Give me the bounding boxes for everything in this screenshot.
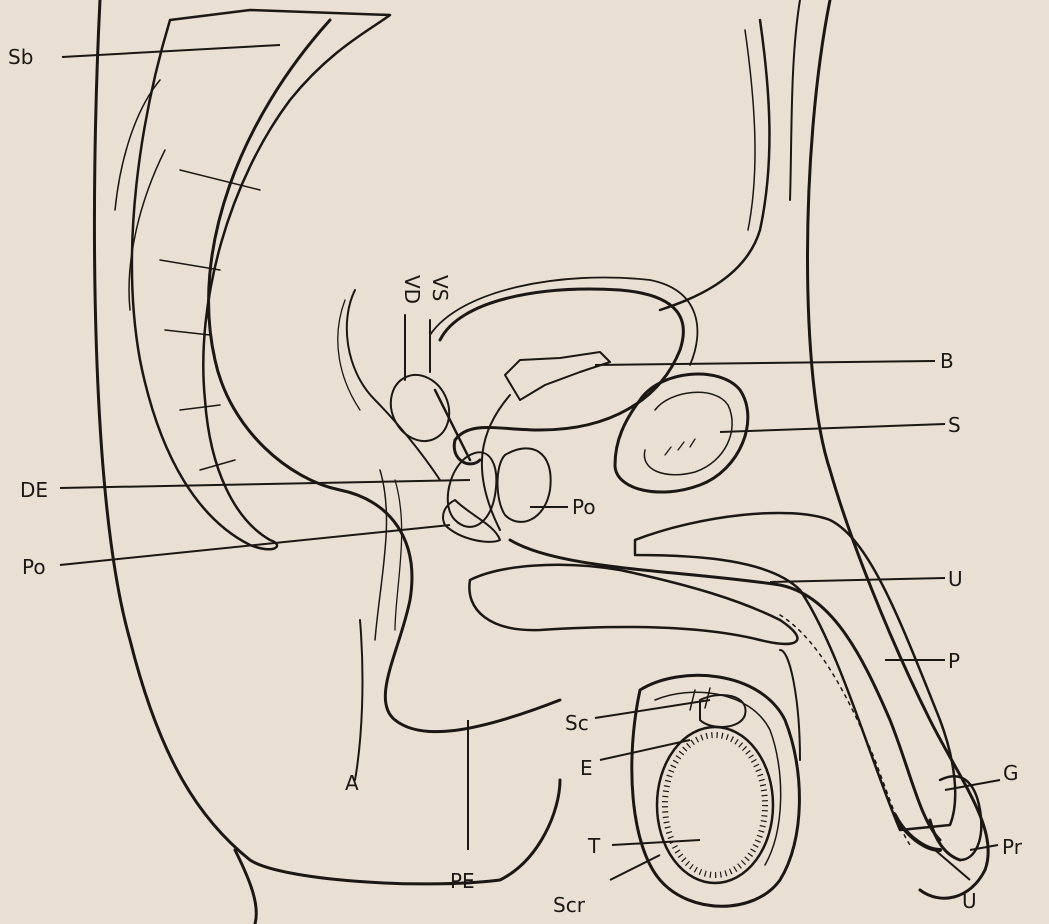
label-u-upper: U (948, 567, 963, 591)
label-pe: PE (450, 869, 475, 893)
label-vs: VS (428, 275, 452, 301)
sacrum-column (115, 10, 390, 549)
label-p: P (948, 649, 960, 673)
label-sb: Sb (8, 45, 33, 69)
symphysis (615, 374, 748, 492)
label-sc: Sc (565, 711, 589, 735)
testis (657, 688, 773, 883)
label-e: E (580, 756, 593, 780)
label-pr: Pr (1002, 835, 1023, 859)
label-po-right: Po (572, 495, 596, 519)
penis (469, 395, 981, 860)
label-b: B (940, 349, 954, 373)
labels: Sb VD VS B S DE Po Po U P Sc E G T Pr U … (8, 45, 1023, 917)
label-s: S (948, 413, 961, 437)
label-po-left: Po (22, 555, 46, 579)
label-t: T (587, 834, 601, 858)
label-vd: VD (400, 275, 424, 304)
label-a: A (345, 771, 359, 795)
rectum (209, 20, 560, 780)
bladder (430, 277, 697, 463)
label-g: G (1003, 761, 1019, 785)
leader-lines (60, 45, 1000, 880)
prostate (443, 448, 551, 541)
label-u-lower: U (962, 889, 977, 913)
label-scr: Scr (553, 893, 586, 917)
label-de: DE (20, 478, 48, 502)
